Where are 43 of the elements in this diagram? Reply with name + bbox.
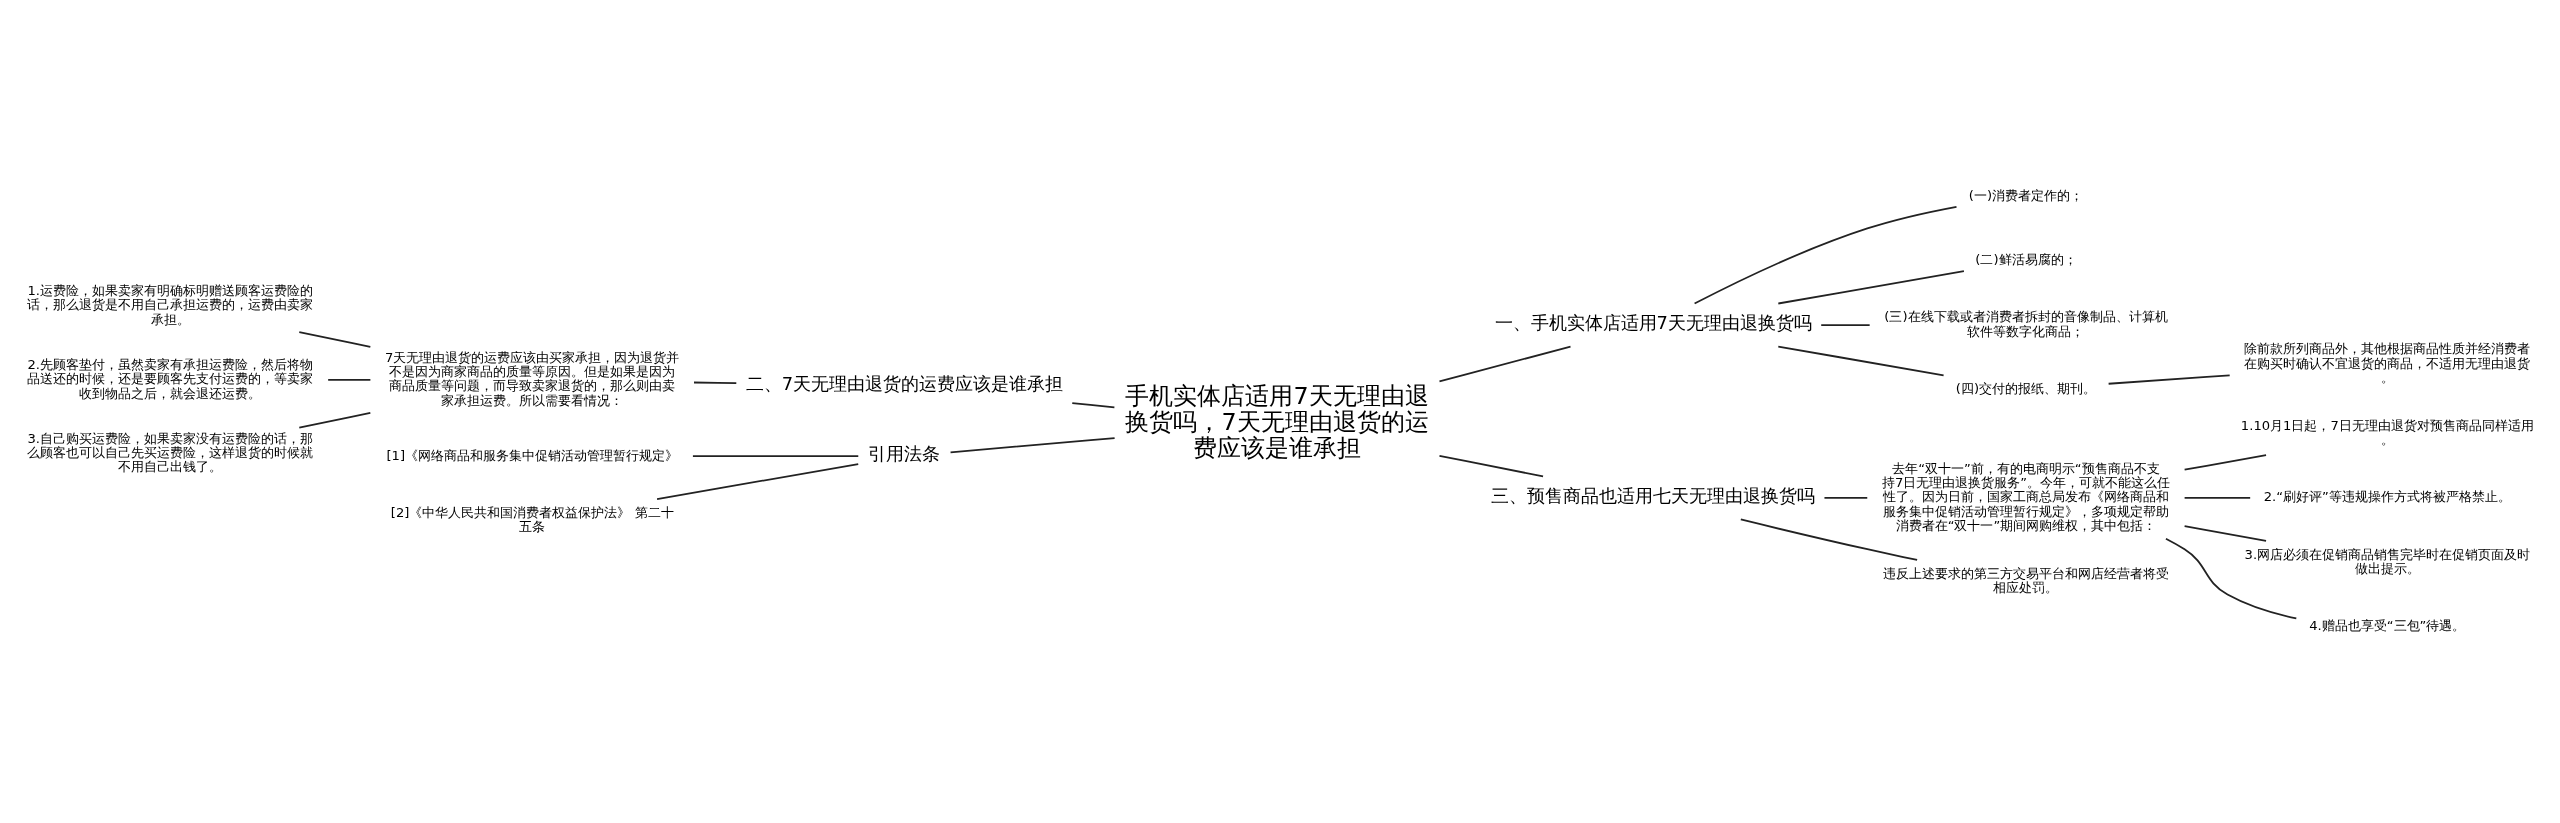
- connector: [693, 381, 738, 385]
- connector: [1820, 324, 1871, 326]
- node-text: 4.赠品也享受“三包”待遇。: [2309, 618, 2466, 634]
- connector: [1071, 402, 1116, 409]
- connector: [2183, 497, 2252, 499]
- node-text: 3.网店必须在促销商品销售完毕时在促销页面及时做出提示。: [2244, 546, 2531, 576]
- connector: [2107, 374, 2231, 385]
- node-text: 7天无理由退货的运费应该由买家承担，因为退货并不是因为商家商品的质量等原因。但是如果是因为商品质量等问题，而导致卖家退货的，那么则由卖家承担运费。所以需要看情况：: [385, 349, 680, 408]
- connector: [2183, 454, 2267, 471]
- node-text: [2]《中华人民共和国消费者权益保护法》 第二十五条: [390, 504, 674, 535]
- node-text: 二、7天无理由退货的运费应该是谁承担: [745, 373, 1064, 395]
- node-text: 1.运费险，如果卖家有明确标明赠送顾客运费险的话，那么退货是不用自己承担运费的，运费由卖家承担。: [27, 282, 314, 327]
- connector: [1777, 270, 1965, 305]
- connector: [1739, 518, 1918, 561]
- node-text: 引用法条: [868, 443, 941, 465]
- node-text: 违反上述要求的第三方交易平台和网店经营者将受相应处罚。: [1882, 565, 2169, 595]
- connector: [949, 437, 1116, 454]
- connector: [692, 455, 860, 458]
- connector: [2183, 525, 2267, 542]
- node-text: (三)在线下载或者消费者拆封的音像制品、计算机软件等数字化商品；: [1884, 309, 2168, 339]
- connector: [1823, 497, 1869, 499]
- connector: [2165, 537, 2298, 620]
- node-text: 去年“双十一”前，有的电商明示“预售商品不支持7日无理由退换货服务”。今年，可就不能这么任性了。因为日前，国家工商总局发布《网络商品和服务集中促销活动管理暂行规定》，多项规定帮助消费者在“双十一”期间网购维权，其中包括：: [1881, 460, 2171, 533]
- node-text: (一)消费者定作的；: [1968, 187, 2084, 203]
- connector: [1438, 345, 1572, 383]
- node-text: 2.“刷好评”等违规操作方式将被严格禁止。: [2263, 489, 2511, 505]
- connector: [327, 379, 372, 381]
- node-text: 手机实体店适用7天无理由退换货吗，7天无理由退货的运费应该是谁承担: [1125, 381, 1429, 463]
- node-text: 除前款所列商品外，其他根据商品性质并经消费者在购买时确认不宜退货的商品，不适用无理由退货。: [2244, 341, 2531, 386]
- node-text: 三、预售商品也适用七天无理由退换货吗: [1491, 485, 1816, 507]
- node-text: (四)交付的报纸、期刊。: [1955, 380, 2097, 396]
- connector: [1438, 455, 1544, 478]
- connector: [656, 463, 860, 500]
- connector: [298, 331, 372, 348]
- node-text: 一、手机实体店适用7天无理由退换货吗: [1494, 312, 1812, 334]
- connector: [298, 412, 372, 429]
- node-text: 1.10月1日起，7日无理由退货对预售商品同样适用。: [2240, 417, 2534, 448]
- node-text: (二)鲜活易腐的；: [1975, 251, 2077, 267]
- node-text: 3.自己购买运费险，如果卖家没有运费险的话，那么顾客也可以自己先买运费险，这样退货的时候就不用自己出钱了。: [27, 430, 314, 475]
- connector: [1777, 345, 1945, 377]
- node-text: 2.先顾客垫付，虽然卖家有承担运费险，然后将物品送还的时候，还是要顾客先支付运费的，等卖家收到物品之后，就会退还运费。: [27, 356, 314, 401]
- node-text: [1]《网络商品和服务集中促销活动管理暂行规定》: [386, 447, 679, 463]
- connector: [1693, 205, 1958, 305]
